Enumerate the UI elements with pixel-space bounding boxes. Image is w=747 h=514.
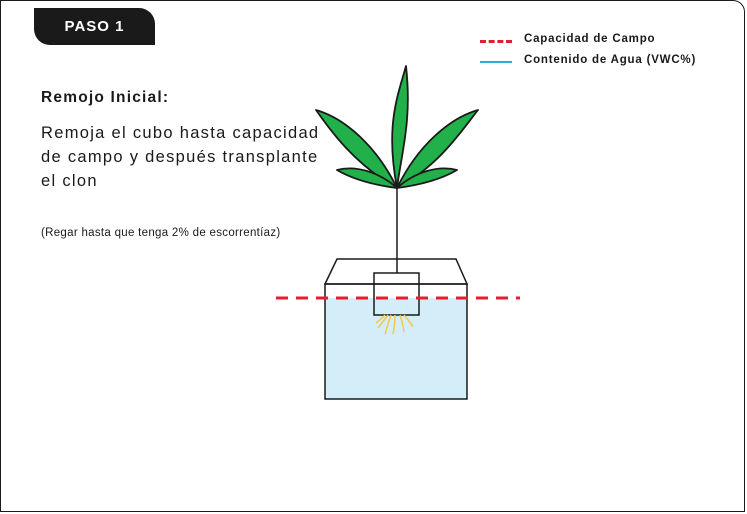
step-description: Remoja el cubo hasta capacidad de campo … <box>41 124 320 190</box>
cube-body <box>324 283 468 400</box>
step-note: (Regar hasta que tenga 2% de escorrentía… <box>41 227 281 239</box>
legend-item-field-capacity: Capacidad de Campo <box>480 33 714 46</box>
step-heading: Remojo Inicial: <box>41 89 170 106</box>
legend: Capacidad de Campo Contenido de Agua (VW… <box>480 33 714 75</box>
solid-line-icon <box>480 61 512 63</box>
step-badge: PASO 1 <box>34 8 155 45</box>
water-fill <box>325 298 467 399</box>
roots-icon <box>375 314 414 335</box>
cube-top <box>323 258 469 285</box>
legend-label: Capacidad de Campo <box>524 33 656 45</box>
dashed-line-icon <box>480 40 512 43</box>
cannabis-leaf-icon <box>315 65 479 189</box>
legend-item-water-content: Contenido de Agua (VWC%) <box>480 54 714 67</box>
legend-label: Contenido de Agua (VWC%) <box>524 54 697 66</box>
step-label: PASO 1 <box>64 18 125 35</box>
